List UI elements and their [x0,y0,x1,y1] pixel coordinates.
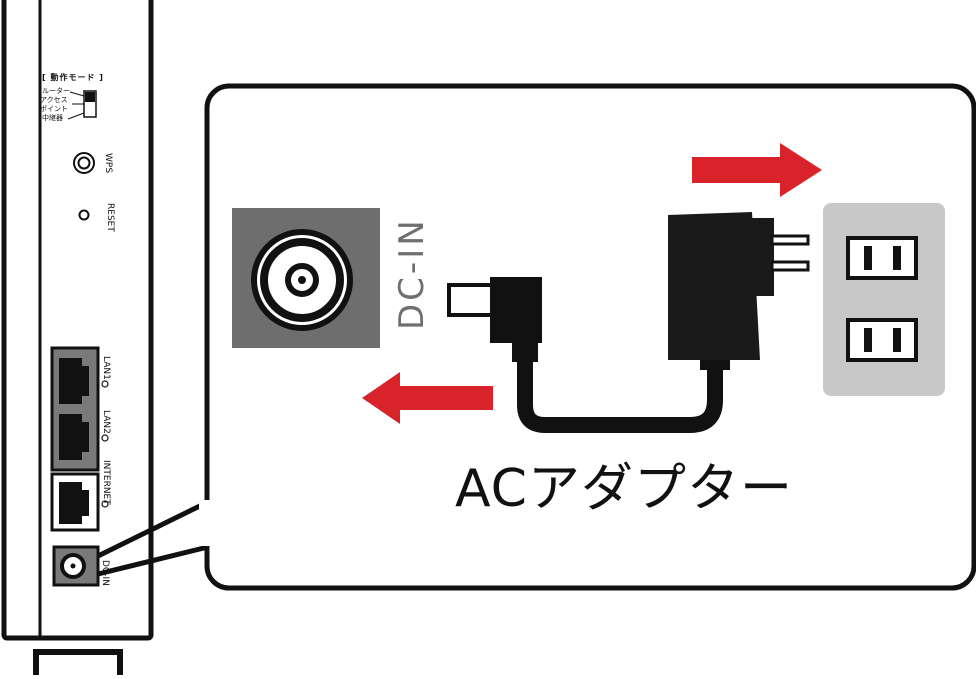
dc-in-jack-large [232,208,380,348]
ac-adapter-body [668,212,810,360]
lan1-label: LAN1 [101,356,111,380]
wps-button-icon [73,152,95,174]
internet-led-icon [101,500,109,508]
mode-option-access: アクセス [40,96,68,104]
mode-switch-title: [ 動作モード ] [42,73,104,82]
callout-connector [96,497,214,577]
callout-gap [199,500,213,546]
lan2-label: LAN2 [101,410,111,434]
ac-adapter-label: ACアダプター [455,459,793,519]
internet-label: INTERNET [101,460,111,505]
dc-plug-cable [447,277,730,433]
internet-port [50,472,100,532]
mode-option-repeater: 中継器 [42,114,63,122]
dc-in-large-label: DC-IN [392,217,432,330]
wps-label: WPS [103,153,113,174]
mode-option-router: ルーター [42,87,70,95]
wall-outlet [823,203,945,396]
reset-hole-icon [78,209,90,221]
arrow-right-icon [692,143,822,197]
reset-label: RESET [105,203,115,232]
dc-in-jack-small [52,545,100,587]
lan-port-panel [50,346,100,472]
router-body [1,0,154,675]
mode-switch [67,90,97,120]
zoom-callout-box [204,83,976,591]
dc-in-small-label: DC-IN [100,560,110,586]
lan1-led-icon [101,380,109,388]
lan2-led-icon [101,434,109,442]
mode-option-point: ポイント [40,105,68,113]
arrow-left-icon [362,372,493,424]
